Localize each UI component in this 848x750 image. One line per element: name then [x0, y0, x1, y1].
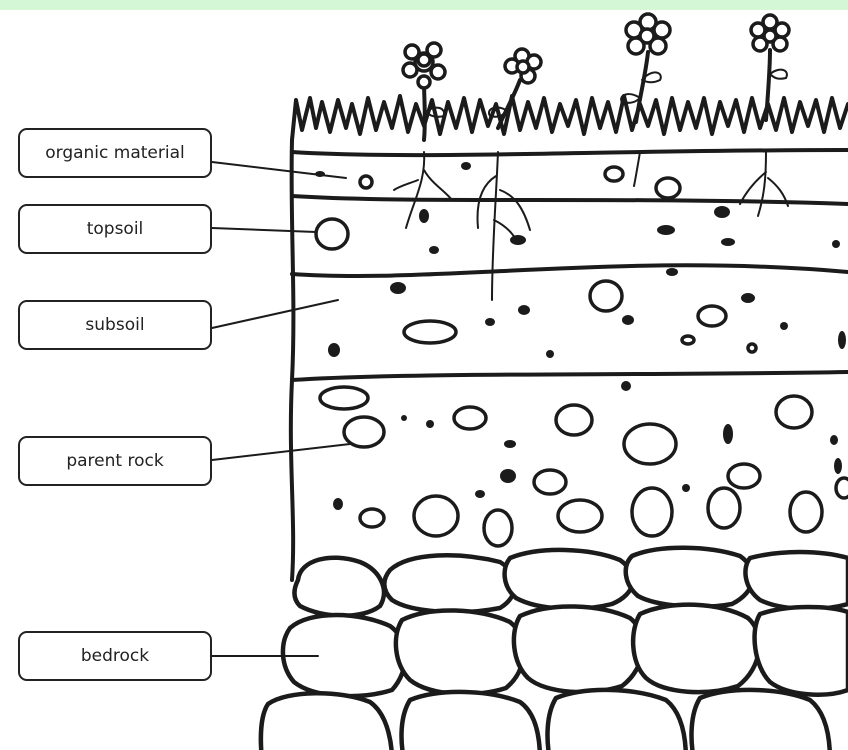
label-organic-material-text: organic material [45, 143, 185, 163]
label-subsoil-text: subsoil [85, 315, 144, 335]
label-bedrock-text: bedrock [81, 646, 149, 666]
label-parent-rock: parent rock [18, 436, 212, 486]
bedrock-layer-rocks [261, 548, 848, 750]
label-topsoil: topsoil [18, 204, 212, 254]
flower-3 [621, 14, 670, 122]
roots [394, 152, 788, 300]
label-subsoil: subsoil [18, 300, 212, 350]
subsoil-layer-details [328, 268, 846, 358]
topsoil-layer-details [316, 206, 840, 254]
label-topsoil-text: topsoil [87, 219, 144, 239]
soil-profile-edge [291, 140, 294, 580]
parent-rock-layer-details [320, 381, 848, 546]
label-organic-material: organic material [18, 128, 212, 178]
label-parent-rock-text: parent rock [66, 451, 163, 471]
label-bedrock: bedrock [18, 631, 212, 681]
